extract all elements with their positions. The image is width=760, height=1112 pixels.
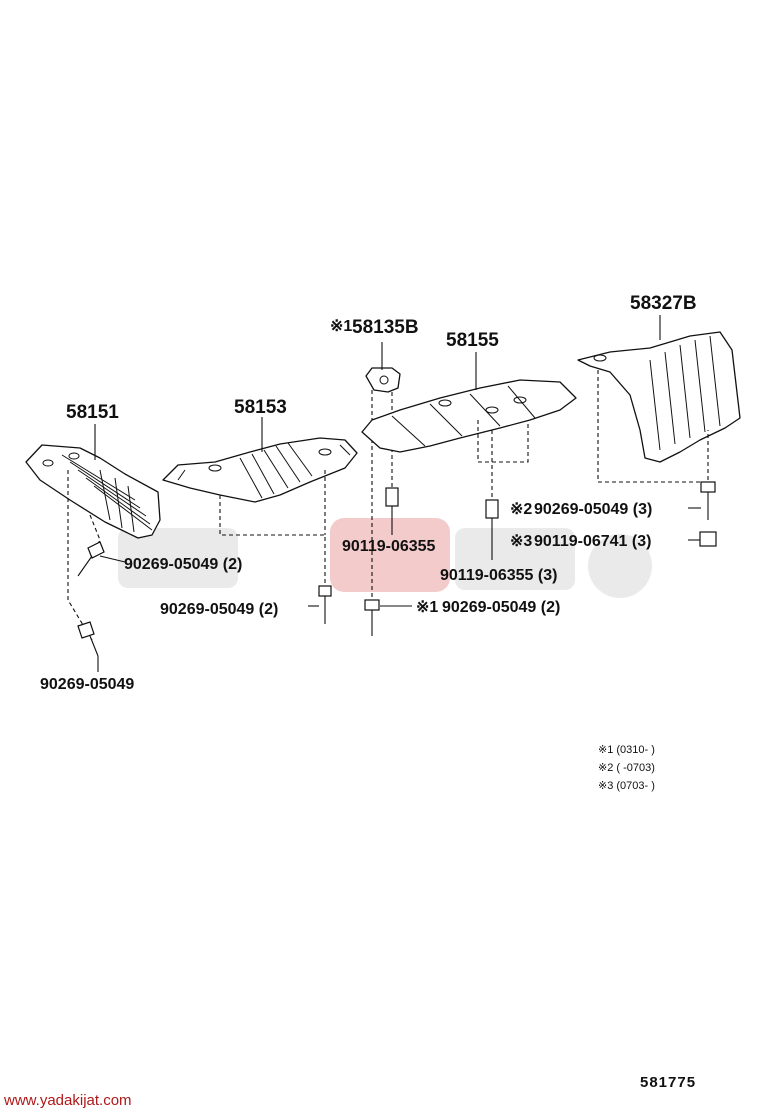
footnote-1: ※1 (0310- ) [598,744,655,756]
part-label-58155: 58155 [446,330,499,351]
footnote-2: ※2 ( -0703) [598,762,655,774]
bolt-icon [688,481,716,520]
clip-icon [77,621,99,672]
insulator-58151-drawing [25,424,161,641]
bracket-58135b-drawing [365,342,401,605]
fastener-icons [77,481,717,672]
fastener-label-4: 90119-06355 [342,538,436,555]
fastener-label-8: 90119-06741 (3) [534,533,651,550]
fastener-label-6: 90119-06355 (3) [440,567,557,584]
insulator-58327b-drawing [577,315,741,483]
footer-url[interactable]: www.yadakijat.com [4,1092,132,1109]
watermark-logo [118,518,652,598]
part-label-58151: 58151 [66,402,119,423]
fastener-label-7: 90269-05049 (3) [534,501,652,518]
insulator-58153-drawing [162,417,358,585]
note-mark-fastener-7: ※2 [510,501,532,518]
note-mark-58135b: ※1 [330,318,352,335]
drawing-code: 581775 [640,1074,697,1091]
clip-icon [77,541,126,577]
fastener-label-5: 90269-05049 (2) [442,599,560,616]
nut-icon [485,499,499,560]
footnotes: ※1 (0310- ) ※2 ( -0703) ※3 (0703- ) [598,744,655,792]
screw-icon [364,599,412,636]
fastener-label-2: 90269-05049 [40,676,134,693]
fastener-label-3: 90269-05049 (2) [160,601,278,618]
part-label-58135b: 58135B [352,317,419,338]
part-label-58153: 58153 [234,397,287,418]
insulator-58155-drawing [361,352,577,500]
note-mark-fastener-5: ※1 [416,599,438,616]
fastener-label-1: 90269-05049 (2) [124,556,242,573]
footnote-3: ※3 (0703- ) [598,780,655,792]
nut-icon [385,487,399,535]
note-mark-fastener-8: ※3 [510,533,532,550]
part-label-58327b: 58327B [630,293,697,314]
nut-icon [688,531,717,547]
bolt-icon [308,585,332,624]
